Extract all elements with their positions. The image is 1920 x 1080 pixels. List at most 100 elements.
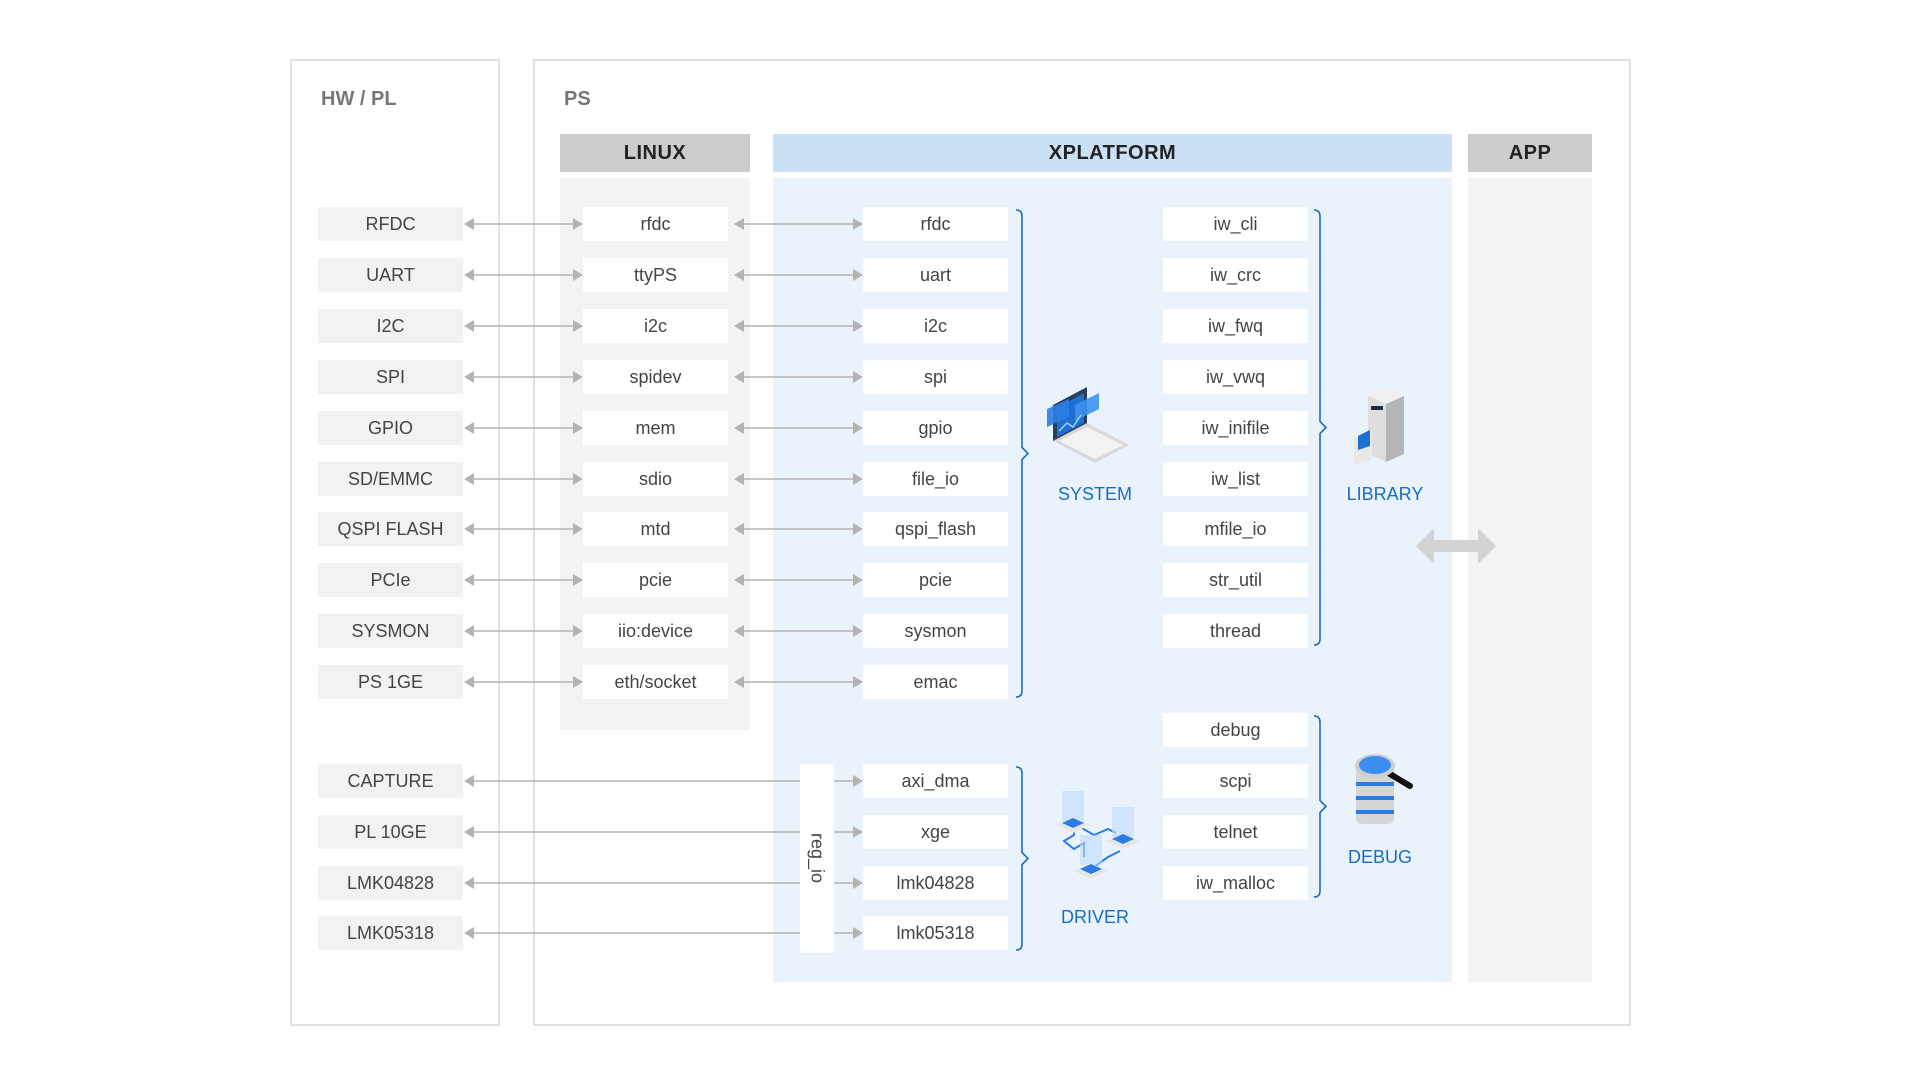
arrowhead-right-icon <box>853 574 863 586</box>
debug-item: scpi <box>1163 764 1308 798</box>
arrowhead-left-icon <box>734 473 744 485</box>
network-nodes-icon <box>1050 785 1146 895</box>
system-item: qspi_flash <box>863 512 1008 546</box>
linux-item: sdio <box>583 462 728 496</box>
debug-item: debug <box>1163 713 1308 747</box>
system-label: SYSTEM <box>1057 484 1132 504</box>
arrowhead-left-icon <box>734 422 744 434</box>
library-item: iw_fwq <box>1163 309 1308 343</box>
arrowhead-left-icon <box>464 775 474 787</box>
reg-io-label: reg_io <box>807 833 828 884</box>
arrowhead-right-icon <box>573 218 583 230</box>
library-label: LIBRARY <box>1346 484 1424 504</box>
debug-brace <box>1313 715 1328 898</box>
arrowhead-left-icon <box>464 218 474 230</box>
arrowhead-right-icon <box>853 625 863 637</box>
arrowhead-right-icon <box>573 422 583 434</box>
system-item: rfdc <box>863 207 1008 241</box>
hw-pl-item: CAPTURE <box>318 764 463 798</box>
driver-brace <box>1015 766 1030 951</box>
arrowhead-left-icon <box>464 371 474 383</box>
system-item: emac <box>863 665 1008 699</box>
system-brace <box>1015 209 1030 698</box>
system-item: file_io <box>863 462 1008 496</box>
library-item: iw_vwq <box>1163 360 1308 394</box>
file-cabinet-icon <box>1350 386 1410 466</box>
app-body <box>1468 178 1592 982</box>
arrowhead-right-icon <box>853 775 863 787</box>
system-item: uart <box>863 258 1008 292</box>
arrowhead-left-icon <box>464 320 474 332</box>
arrowhead-right-icon <box>853 371 863 383</box>
hw-item: PS 1GE <box>318 665 463 699</box>
hw-item: I2C <box>318 309 463 343</box>
linux-item: ttyPS <box>583 258 728 292</box>
linux-item: i2c <box>583 309 728 343</box>
arrowhead-left-icon <box>464 927 474 939</box>
arrowhead-right-icon <box>573 473 583 485</box>
library-item: str_util <box>1163 563 1308 597</box>
library-item: iw_cli <box>1163 207 1308 241</box>
library-item: iw_inifile <box>1163 411 1308 445</box>
hw-pl-title: HW / PL <box>321 88 397 110</box>
system-item: pcie <box>863 563 1008 597</box>
arrowhead-right-icon <box>573 523 583 535</box>
arrowhead-right-icon <box>573 320 583 332</box>
hw-item: SYSMON <box>318 614 463 648</box>
arrowhead-left-icon <box>464 676 474 688</box>
arrowhead-right-icon <box>853 422 863 434</box>
hw-item: GPIO <box>318 411 463 445</box>
arrowhead-left-icon <box>464 826 474 838</box>
system-item: sysmon <box>863 614 1008 648</box>
linux-item: spidev <box>583 360 728 394</box>
arrowhead-left-icon <box>464 523 474 535</box>
debug-item: iw_malloc <box>1163 866 1308 900</box>
arrowhead-right-icon <box>573 625 583 637</box>
xplatform-header: XPLATFORM <box>773 134 1452 172</box>
driver-item: axi_dma <box>863 764 1008 798</box>
arrowhead-right-icon <box>853 676 863 688</box>
library-item: thread <box>1163 614 1308 648</box>
arrowhead-right-icon <box>573 269 583 281</box>
library-brace <box>1313 209 1328 646</box>
arrowhead-left-icon <box>734 523 744 535</box>
linux-item: mem <box>583 411 728 445</box>
arrowhead-left-icon <box>734 625 744 637</box>
hw-pl-item: PL 10GE <box>318 815 463 849</box>
driver-item: lmk04828 <box>863 866 1008 900</box>
arrowhead-right-icon <box>853 927 863 939</box>
arrowhead-left-icon <box>734 371 744 383</box>
arrowhead-left-icon <box>464 877 474 889</box>
linux-header: LINUX <box>560 134 750 172</box>
arrowhead-left-icon <box>464 269 474 281</box>
arrowhead-right-icon <box>573 676 583 688</box>
linux-item: eth/socket <box>583 665 728 699</box>
reg-io-block: reg_io <box>800 764 834 953</box>
hw-item: SD/EMMC <box>318 462 463 496</box>
arrowhead-left-icon <box>734 676 744 688</box>
database-magnifier-icon <box>1350 752 1426 832</box>
arrowhead-right-icon <box>853 473 863 485</box>
arrowhead-left-icon <box>734 320 744 332</box>
library-item: iw_list <box>1163 462 1308 496</box>
arrowhead-left-icon <box>464 574 474 586</box>
arrowhead-left-icon <box>464 422 474 434</box>
debug-item: telnet <box>1163 815 1308 849</box>
app-header: APP <box>1468 134 1592 172</box>
arrowhead-right-icon <box>573 371 583 383</box>
arrowhead-left-icon <box>734 269 744 281</box>
debug-label: DEBUG <box>1347 847 1412 867</box>
arrowhead-right-icon <box>853 218 863 230</box>
hw-item: SPI <box>318 360 463 394</box>
arrowhead-right-icon <box>853 523 863 535</box>
linux-item: pcie <box>583 563 728 597</box>
hw-pl-item: LMK05318 <box>318 916 463 950</box>
arrowhead-right-icon <box>853 269 863 281</box>
driver-item: xge <box>863 815 1008 849</box>
arrowhead-left-icon <box>734 218 744 230</box>
arrowhead-left-icon <box>734 574 744 586</box>
hw-item: RFDC <box>318 207 463 241</box>
hw-item: QSPI FLASH <box>318 512 463 546</box>
ps-title: PS <box>564 88 591 110</box>
